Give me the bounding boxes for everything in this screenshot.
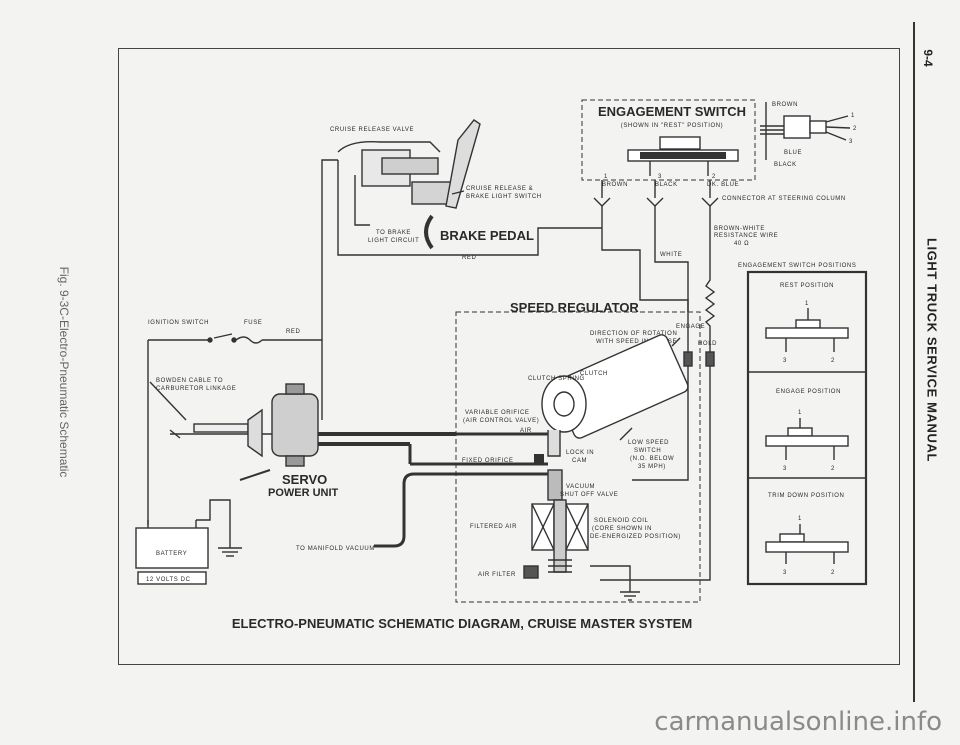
svg-text:2: 2 [831, 466, 835, 472]
vacuum-label-1: VACUUM [566, 484, 595, 490]
svg-text:1: 1 [798, 410, 802, 416]
connector-plug: BROWN 1 2 3 BLUE BLACK [760, 102, 857, 168]
low-speed-label-4: 35 MPH) [638, 464, 666, 470]
resistance-label-2: RESISTANCE WIRE [714, 233, 778, 239]
trim-down-position-label: TRIM DOWN POSITION [768, 493, 844, 499]
battery: BATTERY 12 VOLTS DC [135, 499, 242, 585]
ignition-switch-label: IGNITION SWITCH [148, 320, 209, 326]
filtered-air-label: FILTERED AIR [470, 524, 517, 530]
rest-position-label: REST POSITION [780, 283, 834, 289]
low-speed-label-3: (N.O. BELOW [630, 456, 674, 462]
air-filter-label: AIR FILTER [478, 572, 516, 578]
connector-label: CONNECTOR AT STEERING COLUMN [722, 196, 846, 202]
positions-panel: ENGAGEMENT SWITCH POSITIONS REST POSITIO… [738, 263, 868, 586]
lock-in-label-1: LOCK IN [566, 450, 594, 456]
wire-black-label: BLACK [655, 182, 678, 188]
solenoid-label-2: (CORE SHOWN IN [592, 526, 652, 532]
terminal-2: 2 [712, 174, 716, 180]
direction-label-2: WITH SPEED INCREASE [596, 339, 677, 345]
to-brake-label-2: LIGHT CIRCUIT [368, 238, 419, 244]
variable-orifice-label-1: VARIABLE ORIFICE [465, 410, 530, 416]
wire-red-label: RED [462, 255, 477, 261]
wire-red-2-label: RED [286, 329, 301, 335]
plug-blue-label: BLUE [784, 150, 802, 156]
svg-text:3: 3 [783, 466, 787, 472]
svg-text:2: 2 [831, 358, 835, 364]
svg-text:3: 3 [783, 358, 787, 364]
release-switch-label-2: BRAKE LIGHT SWITCH [466, 194, 542, 200]
fuse-label: FUSE [244, 320, 262, 326]
lock-in-label-2: CAM [572, 458, 587, 464]
speed-regulator: SPEED REGULATOR DIRECTION OF ROTATION WI… [408, 300, 717, 603]
engagement-switch-subtitle: (SHOWN IN "REST" POSITION) [621, 123, 724, 129]
solenoid-label-3: DE-ENERGIZED POSITION) [590, 534, 681, 540]
pin-2: 2 [853, 126, 857, 132]
servo-label-2: POWER UNIT [268, 487, 339, 499]
battery-volts-label: 12 VOLTS DC [146, 577, 191, 583]
clutch-spring-label: CLUTCH SPRING [528, 376, 585, 382]
servo-unit: BOWDEN CABLE TO CARBURETOR LINKAGE SERVO… [149, 378, 456, 499]
air-label: AIR [520, 428, 532, 434]
brake-assembly: CRUISE RELEASE VALVE CRUISE RELEASE & BR… [330, 119, 602, 261]
margin-rule [913, 22, 915, 702]
resistance-value: 40 Ω [734, 241, 749, 247]
cruise-release-valve-label: CRUISE RELEASE VALVE [330, 127, 414, 133]
pin-3: 3 [849, 139, 853, 145]
release-switch-label-1: CRUISE RELEASE & [466, 186, 533, 192]
engagement-switch-title: ENGAGEMENT SWITCH [598, 104, 746, 119]
positions-title: ENGAGEMENT SWITCH POSITIONS [738, 263, 856, 269]
to-brake-label-1: TO BRAKE [376, 230, 411, 236]
engage-label: ENGAGE [676, 324, 705, 330]
battery-label: BATTERY [156, 551, 187, 557]
manifold-label: TO MANIFOLD VACUUM [296, 546, 375, 552]
watermark: carmanualsonline.info [654, 707, 942, 737]
engage-position-label: ENGAGE POSITION [776, 389, 841, 395]
servo-label-1: SERVO [282, 472, 327, 487]
clutch-label: CLUTCH [580, 371, 608, 377]
low-speed-label-2: SWITCH [634, 448, 661, 454]
resistance-label-1: BROWN-WHITE [714, 226, 765, 232]
figure-frame [118, 48, 900, 665]
terminal-3: 3 [658, 174, 662, 180]
regulator-wiring: WHITE [600, 220, 716, 581]
plug-brown-label: BROWN [772, 102, 798, 108]
vacuum-label-2: SHUT OFF VALVE [560, 492, 618, 498]
plug-black-label: BLACK [774, 162, 797, 168]
speed-regulator-title: SPEED REGULATOR [510, 300, 639, 315]
pin-1: 1 [851, 113, 855, 119]
bowden-label-2: CARBURETOR LINKAGE [156, 386, 236, 392]
brake-pedal-label: BRAKE PEDAL [440, 228, 534, 243]
svg-text:1: 1 [798, 516, 802, 522]
diagram-title: ELECTRO-PNEUMATIC SCHEMATIC DIAGRAM, CRU… [232, 616, 692, 631]
fixed-orifice-label: FIXED ORIFICE [462, 458, 513, 464]
engagement-switch: ENGAGEMENT SWITCH (SHOWN IN "REST" POSIT… [581, 99, 846, 248]
ignition-circuit: IGNITION SWITCH FUSE RED [147, 159, 338, 525]
svg-text:2: 2 [831, 570, 835, 576]
hold-label: HOLD [698, 341, 717, 347]
solenoid-label-1: SOLENOID COIL [594, 518, 649, 524]
wire-white-label: WHITE [660, 252, 682, 258]
bowden-label-1: BOWDEN CABLE TO [156, 378, 223, 384]
wire-brown-label: BROWN [602, 182, 628, 188]
terminal-1: 1 [604, 174, 608, 180]
direction-label-1: DIRECTION OF ROTATION [590, 331, 677, 337]
svg-text:1: 1 [805, 301, 809, 307]
svg-text:3: 3 [783, 570, 787, 576]
low-speed-label-1: LOW SPEED [628, 440, 669, 446]
wire-dkblue-label: DK. BLUE [707, 182, 739, 188]
variable-orifice-label-2: (AIR CONTROL VALVE) [463, 418, 539, 424]
